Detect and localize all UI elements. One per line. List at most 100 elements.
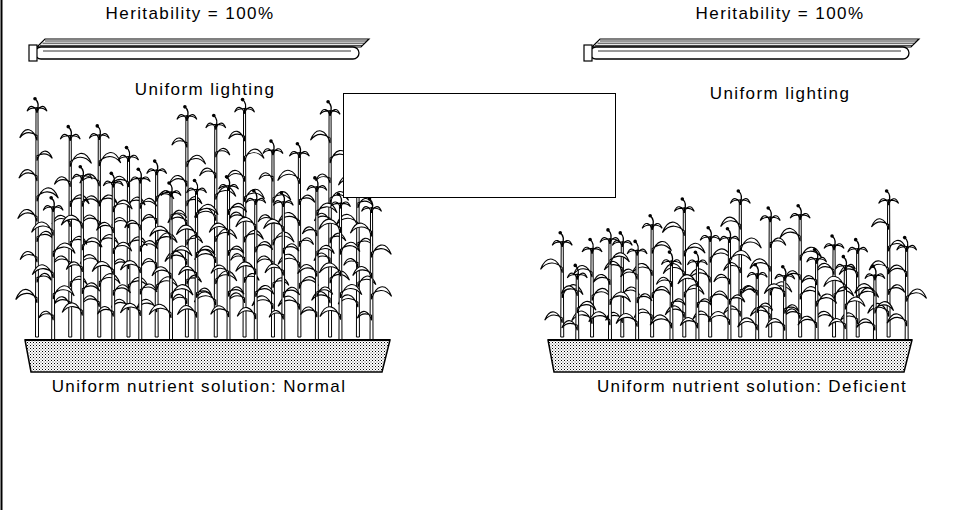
plant-leaf [729,295,744,305]
plant-leaf [53,256,70,267]
plant-tip [573,264,577,268]
plant-leaf [887,314,907,326]
plant-tassel [600,238,610,244]
plant-leaf [829,319,846,329]
nutrient-tray [25,340,390,372]
plant-tassel [72,174,82,180]
plant-leaf [92,262,113,275]
plant-leaf [310,131,330,143]
plant-tip [271,141,274,153]
plant-leaf [236,262,256,275]
plant-tassel [865,274,875,280]
plant-tassel [719,236,729,242]
plant-leaf [562,285,583,298]
plant-leaf [750,307,770,319]
lamp-tube [590,47,909,59]
reflector-line [40,45,362,46]
plant-leaf [37,273,51,282]
plant-tassel [790,213,800,219]
plant-leaf [770,238,786,248]
plant-leaf [889,240,906,251]
plant-leaf [283,287,299,297]
plant-tassel [206,123,216,129]
plant-tip [575,265,578,277]
plant-leaf [729,250,751,264]
plant-tassel [848,247,858,253]
plant-tip [315,178,318,190]
plant-tip [35,99,38,111]
plant-leaf [53,243,75,257]
plant-tassel [747,273,757,279]
plant-leaf [61,215,82,228]
plant-leaf [621,269,637,279]
plant-leaf [278,170,300,184]
plant-tassel [687,260,697,266]
plant-tassel [879,199,889,205]
plant-leaf [269,311,283,320]
plant-tip [768,208,771,220]
tray-rim [548,339,912,341]
corn-plant [194,114,236,337]
plant-leaf [157,277,178,290]
plant-tip [125,146,129,150]
plant-tassel [661,260,671,266]
plant-tip [111,173,114,185]
plant-leaf [714,274,730,284]
plant-leaf [157,233,178,246]
plant-tip [254,191,257,203]
plant-tip [212,114,216,118]
plant-leaf [216,271,237,284]
plant-leaf [265,264,283,275]
plant-leaf [187,235,203,245]
plant-tip [783,267,786,279]
plant-tip [280,191,284,195]
plant-tassel [235,107,245,113]
plant-tip [78,165,82,169]
tray-label: Uniform nutrient solution: Normal [52,377,347,397]
plant-leaf [344,259,358,268]
plant-leaf [66,262,82,272]
plant-leaf [604,261,622,272]
plant-leaf [39,311,53,320]
plant-tassel [760,216,770,222]
plant-leaf [32,222,54,236]
plant-tassel [612,241,622,247]
plant-tip [813,248,817,252]
plant-leaf [120,261,140,273]
corn-plants [16,97,392,340]
plant-tassel [775,274,785,280]
plant-leaf [662,222,684,236]
plant-tassel [674,207,684,213]
plant-leaf [187,155,206,167]
plant-leaf [99,153,121,166]
plant-leaf [340,242,359,254]
plant-leaf [845,297,865,309]
plant-tip [281,193,284,205]
plant-leaf [721,217,741,229]
plant-tip [798,206,801,218]
plant-tip [695,252,698,264]
plant-leaf [237,308,255,320]
plant-tip [726,227,730,231]
plant-leaf [113,285,130,296]
plant-tip [338,194,341,206]
plant-leaf [320,307,341,320]
plant-leaf [229,246,244,256]
plant-tip [127,148,130,160]
plant-tip [815,250,818,262]
plant-leaf [70,153,91,166]
plant-leaf [62,303,82,316]
tube-highlight [43,51,351,52]
plant-leaf [298,265,317,277]
plant-leaf [372,287,392,300]
plant-leaf [610,253,629,265]
plant-tip [185,107,188,119]
plant-leaf [99,235,118,247]
corn-plant [855,264,894,340]
plant-leaf [888,265,907,277]
lamp [29,39,369,61]
plant-leaf [593,274,610,284]
plant-tassel [27,106,37,112]
plant-leaf [785,271,800,280]
plant-tassel [177,115,187,121]
